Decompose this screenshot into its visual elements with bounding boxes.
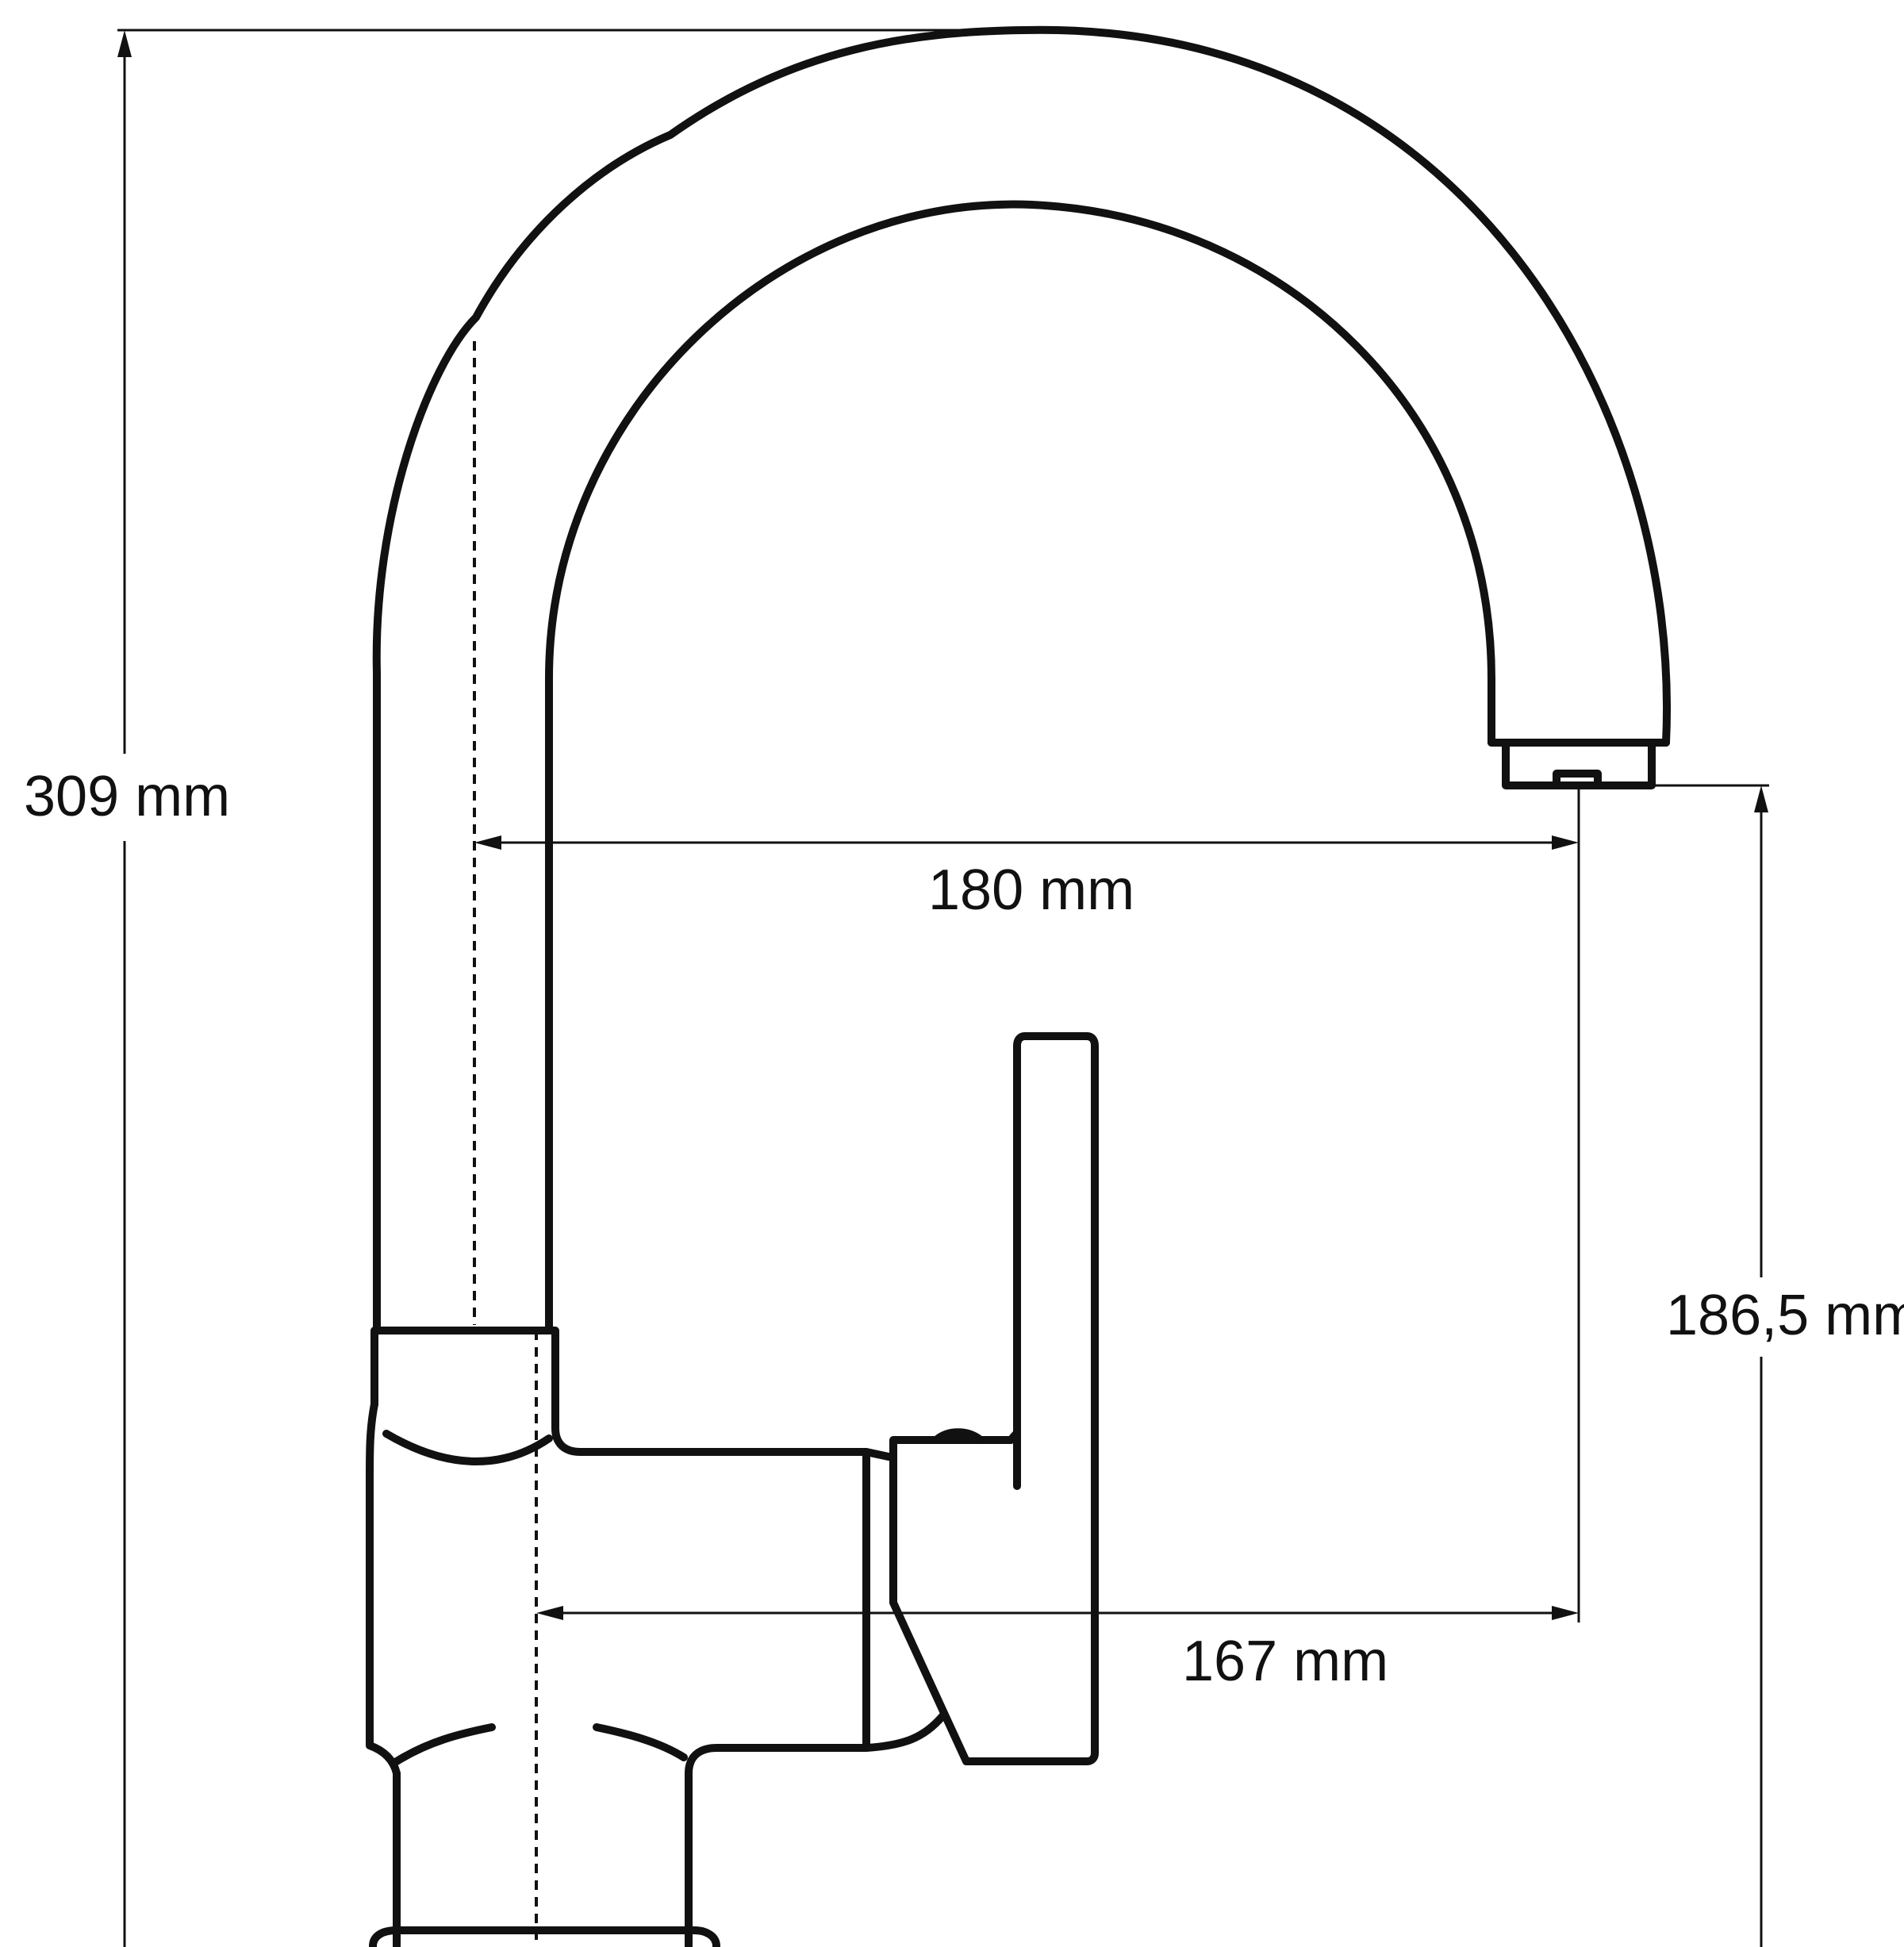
valve-body-top-curve — [382, 1430, 553, 1465]
base-plate — [369, 1926, 720, 1947]
lever-pivot-bump — [932, 1428, 985, 1444]
arrow-up — [117, 30, 132, 57]
aerator — [1502, 743, 1656, 789]
spout-outer-curve — [372, 25, 1671, 1331]
arrow-left-167 — [536, 1606, 563, 1620]
valve-body-lower-curve-left — [393, 1723, 496, 1765]
collar — [370, 1327, 559, 1432]
dimension-spout-reach-body: 167 mm — [536, 1606, 1579, 1693]
dimension-label-186-5: 186,5 mm — [1666, 1284, 1904, 1347]
aerator-slot — [1553, 770, 1602, 789]
dimension-total-height: 309 mm — [24, 29, 1015, 1947]
lever-handle — [889, 1032, 1099, 1765]
dimension-label-167: 167 mm — [1182, 1630, 1388, 1693]
arrow-left-180 — [474, 835, 501, 850]
cartridge-edge — [862, 1448, 892, 1461]
arrow-up-186-5 — [1754, 785, 1768, 812]
arrow-right-180 — [1552, 835, 1579, 850]
dimension-spout-reach-axis: 180 mm — [474, 835, 1579, 922]
dimension-label-total-height: 309 mm — [24, 765, 230, 828]
body-top-right — [551, 1424, 870, 1947]
dimension-spout-clearance: 186,5 mm — [1652, 784, 1904, 1947]
dimension-label-180: 180 mm — [928, 858, 1134, 922]
center-lines — [473, 341, 538, 1947]
valve-body-lower-curve-right — [593, 1723, 688, 1761]
arrow-right-167 — [1552, 1606, 1579, 1620]
valve-body-left — [366, 1400, 401, 1947]
faucet-outline — [366, 25, 1671, 1947]
spout-inner-curve — [545, 200, 1495, 1331]
cartridge-lower-curve — [862, 1712, 946, 1752]
